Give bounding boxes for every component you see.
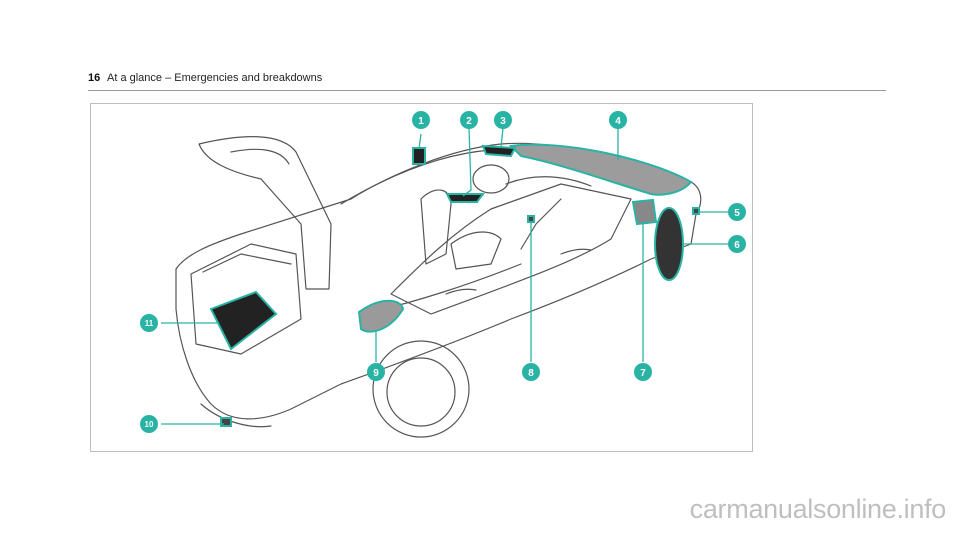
- car-illustration-figure: 1 2 3 4 5 6 7 8 9 10 11: [90, 103, 753, 452]
- tow-eye-highlight: [220, 417, 232, 427]
- part-1-highlight: [412, 147, 426, 165]
- trunk-cavity: [190, 243, 302, 355]
- callout-10-circle: [140, 415, 158, 433]
- b-pillar: [520, 198, 562, 250]
- front-wheel-highlight: [654, 207, 684, 281]
- callout-9-circle: [367, 363, 385, 381]
- dashboard: [505, 176, 592, 187]
- callout-7-circle: [634, 363, 652, 381]
- callout-1-circle: [412, 111, 430, 129]
- callout-4: 4: [615, 116, 621, 127]
- trunk-lid: [198, 136, 332, 290]
- rear-wheel-arch: [372, 340, 470, 438]
- section-title: At a glance – Emergencies and breakdowns: [107, 72, 323, 84]
- side-windows: [390, 183, 632, 315]
- trunk-lid-detail: [230, 148, 290, 165]
- part-8-highlight: [527, 215, 535, 223]
- part-5-highlight: [692, 207, 700, 215]
- part-2-highlight: [445, 193, 485, 203]
- callout-4-circle: [609, 111, 627, 129]
- callout-3-circle: [494, 111, 512, 129]
- tool-kit-highlight: [209, 290, 278, 351]
- car-body: [175, 142, 702, 420]
- watermark: carmanualsonline.info: [689, 494, 947, 524]
- steering-wheel: [472, 164, 510, 194]
- seat-cushion: [450, 231, 502, 270]
- callout-1: 1: [418, 116, 424, 127]
- fuel-flap-highlight: [357, 299, 405, 333]
- leader-1: [418, 133, 422, 150]
- callout-10: 10: [145, 420, 154, 429]
- callout-2: 2: [466, 116, 472, 127]
- door-handle-rear: [445, 288, 477, 295]
- callout-8-circle: [522, 363, 540, 381]
- rear-bumper: [200, 403, 272, 428]
- callout-6: 6: [734, 240, 740, 251]
- callout-7: 7: [640, 368, 646, 379]
- page-header: 16 At a glance – Emergencies and breakdo…: [88, 68, 886, 91]
- leader-3: [500, 127, 504, 149]
- callout-5: 5: [734, 208, 740, 219]
- callout-9: 9: [373, 368, 379, 379]
- car-illustration: 1 2 3 4 5 6 7 8 9 10 11: [140, 111, 746, 438]
- part-3-highlight: [481, 144, 517, 158]
- rear-wheel: [386, 357, 456, 427]
- callout-2-circle: [460, 111, 478, 129]
- callout-11: 11: [145, 319, 154, 328]
- windscreen-highlight: [508, 143, 693, 196]
- callout-11-circle: [140, 314, 158, 332]
- leader-2: [462, 127, 472, 197]
- callout-3: 3: [500, 116, 506, 127]
- door-handle-front: [560, 248, 592, 255]
- front-seat: [420, 189, 452, 265]
- page-number: 16: [88, 72, 101, 84]
- callout-5-circle: [728, 203, 746, 221]
- callout-8: 8: [528, 368, 534, 379]
- callout-6-circle: [728, 235, 746, 253]
- trunk-edge: [202, 253, 292, 273]
- part-7-highlight: [631, 198, 658, 226]
